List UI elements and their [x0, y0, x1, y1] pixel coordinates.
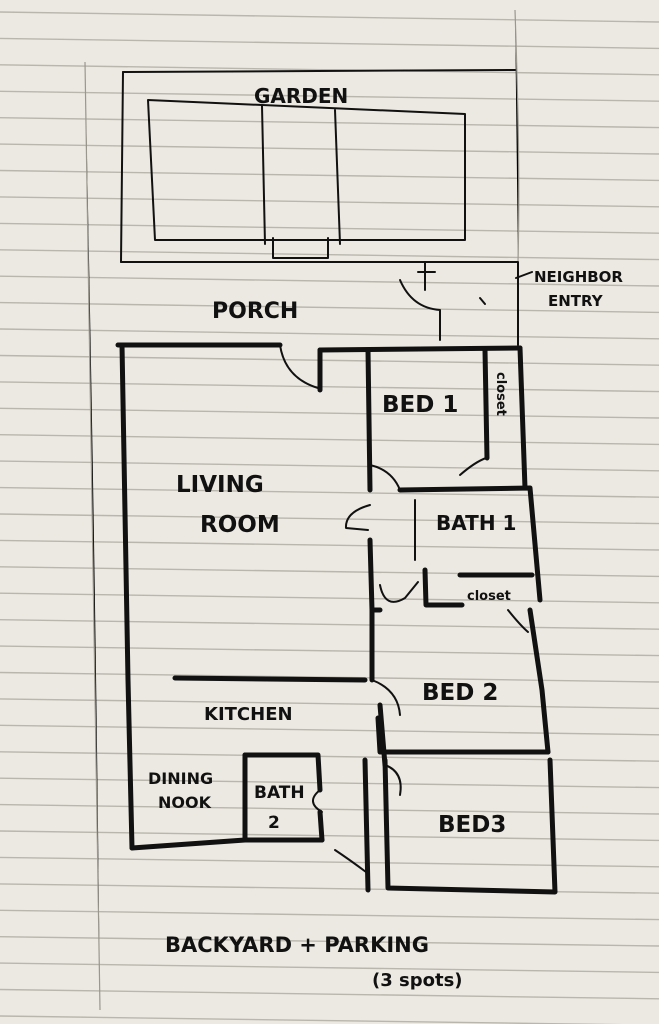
ruled-line [0, 64, 659, 76]
ruled-line [0, 196, 659, 208]
ruled-line [0, 539, 659, 551]
ruled-line [0, 434, 659, 446]
ruled-line [0, 883, 659, 894]
ruled-line [0, 407, 659, 419]
ruled-line [0, 11, 659, 23]
ruled-line [0, 169, 659, 182]
ruled-line [0, 249, 659, 261]
ruled-line [0, 301, 659, 314]
ruled-line [0, 830, 659, 842]
ruled-line [0, 962, 659, 974]
page-margins [84, 9, 520, 1011]
ruled-lines [0, 11, 659, 1024]
garden-area [120, 69, 516, 263]
ruled-line [0, 988, 659, 1000]
porch-label: PORCH [212, 299, 298, 324]
room-labels: GARDEN PORCH NEIGHBOR ENTRY BED 1 closet… [148, 84, 623, 991]
ruled-line [0, 275, 659, 287]
ruled-line [0, 513, 659, 525]
bath2-label-line1: BATH [254, 783, 305, 803]
porch-area [120, 261, 533, 346]
backyard-parking-label: BACKYARD + PARKING [165, 933, 429, 957]
ruled-line [0, 803, 659, 815]
ruled-line [0, 143, 659, 155]
dining-nook-label-line2: NOOK [158, 793, 212, 812]
ruled-line [0, 698, 659, 710]
ruled-line [0, 724, 659, 736]
bath1-label: BATH 1 [436, 511, 516, 535]
ruled-line [0, 460, 659, 472]
ruled-line [0, 592, 659, 604]
bath2-label-line2: 2 [268, 813, 280, 833]
living-room-label-line1: LIVING [176, 472, 264, 498]
ruled-line [0, 117, 659, 129]
parking-spots-label: (3 spots) [372, 970, 463, 991]
living-room-label-line2: ROOM [200, 512, 280, 538]
kitchen-label: KITCHEN [204, 704, 293, 725]
ruled-line [0, 37, 659, 50]
interior-walls [172, 347, 551, 843]
ruled-line [0, 566, 659, 578]
exterior-walls [115, 342, 558, 895]
ruled-line [0, 381, 659, 393]
ruled-line [0, 751, 659, 762]
ruled-line [0, 619, 659, 630]
ruled-line [0, 486, 659, 498]
ruled-line [0, 856, 659, 868]
bed2-label: BED 2 [422, 680, 498, 706]
neighbor-entry-label-line2: ENTRY [548, 292, 604, 310]
neighbor-entry-label-line1: NEIGHBOR [534, 268, 623, 286]
dining-nook-label-line1: DINING [148, 769, 213, 788]
closet1-label: closet [493, 372, 508, 416]
garden-label: GARDEN [254, 84, 348, 108]
ruled-line [0, 354, 659, 366]
ruled-line [0, 909, 659, 921]
closet2-label: closet [467, 589, 511, 604]
ruled-line [0, 1015, 624, 1024]
ruled-line [0, 328, 659, 340]
door-swings [279, 344, 529, 873]
bed3-label: BED3 [438, 812, 506, 838]
ruled-line [0, 222, 659, 234]
ruled-line [0, 645, 659, 657]
ruled-line [0, 777, 659, 789]
bed1-label: BED 1 [382, 392, 458, 418]
ruled-line [0, 936, 659, 947]
ruled-line [0, 90, 659, 102]
